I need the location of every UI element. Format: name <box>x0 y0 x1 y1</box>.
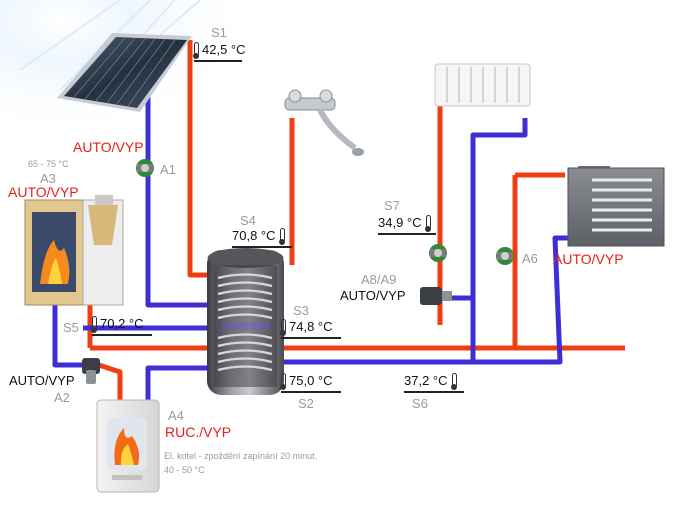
a4-range: 40 - 50 °C <box>164 465 205 475</box>
air-heater <box>567 166 665 247</box>
s6-temp-value: 37,2 °C <box>404 373 448 388</box>
s1-temp-value: 42,5 °C <box>202 42 246 57</box>
s5-temp-value: 70,2 °C <box>100 316 144 331</box>
s2-temp: 75,0 °C <box>280 371 341 393</box>
valve-a2-icon <box>82 358 100 384</box>
a2-mode[interactable]: AUTO/VYP <box>9 373 75 388</box>
s4-id: S4 <box>240 213 256 228</box>
thermometer-icon <box>193 42 199 59</box>
a3-id: A3 <box>40 171 56 186</box>
thermometer-icon <box>450 373 457 390</box>
thermometer-icon <box>280 373 286 390</box>
s1-temp: 42,5 °C <box>193 40 246 62</box>
solar-collector <box>57 33 192 112</box>
a6-mode[interactable]: AUTO/VYP <box>553 251 624 267</box>
radiator <box>434 63 531 107</box>
pump-a6-icon <box>496 247 514 265</box>
a3-range: 65 - 75 °C <box>28 159 69 169</box>
pump-a1-icon <box>136 159 154 177</box>
s5-id: S5 <box>63 320 79 335</box>
s4-temp-value: 70,8 °C <box>232 228 276 243</box>
valve-a8-icon <box>420 287 452 305</box>
storage-tank <box>207 248 284 395</box>
a8-mode[interactable]: AUTO/VYP <box>340 288 406 303</box>
s5-temp: 70,2 °C <box>91 314 152 336</box>
a1-id: A1 <box>160 162 176 177</box>
s2-id: S2 <box>298 396 314 411</box>
a6-id: A6 <box>522 251 538 266</box>
a2-id: A2 <box>54 390 70 405</box>
s7-temp: 34,9 °C <box>378 213 436 235</box>
thermometer-icon <box>424 215 431 232</box>
a3-mode[interactable]: AUTO/VYP <box>8 184 79 200</box>
solid-fuel-boiler <box>24 195 124 306</box>
a4-id: A4 <box>168 408 184 423</box>
s3-temp: 74,8 °C <box>280 317 341 339</box>
water-tap <box>284 89 364 156</box>
a8-id: A8/A9 <box>361 272 397 287</box>
s1-id: S1 <box>211 25 227 40</box>
s3-id: S3 <box>293 303 309 318</box>
s3-temp-value: 74,8 °C <box>289 319 333 334</box>
pump-s7-icon <box>429 244 447 262</box>
a1-mode[interactable]: AUTO/VYP <box>73 139 144 155</box>
thermometer-icon <box>280 319 286 336</box>
thermometer-icon <box>278 228 285 245</box>
s6-temp: 37,2 °C <box>404 371 464 393</box>
thermometer-icon <box>91 316 97 333</box>
s2-temp-value: 75,0 °C <box>289 373 333 388</box>
s7-id: S7 <box>384 198 400 213</box>
a4-note: El. kotel - zpoždění zapínání 20 minut. <box>164 451 318 461</box>
s7-temp-value: 34,9 °C <box>378 215 422 230</box>
a4-mode[interactable]: RUC./VYP <box>165 424 232 440</box>
s4-temp: 70,8 °C <box>232 226 292 248</box>
cold-pipes <box>52 82 580 400</box>
electric-boiler <box>96 399 160 493</box>
s6-id: S6 <box>412 396 428 411</box>
sun-glow <box>0 0 320 200</box>
